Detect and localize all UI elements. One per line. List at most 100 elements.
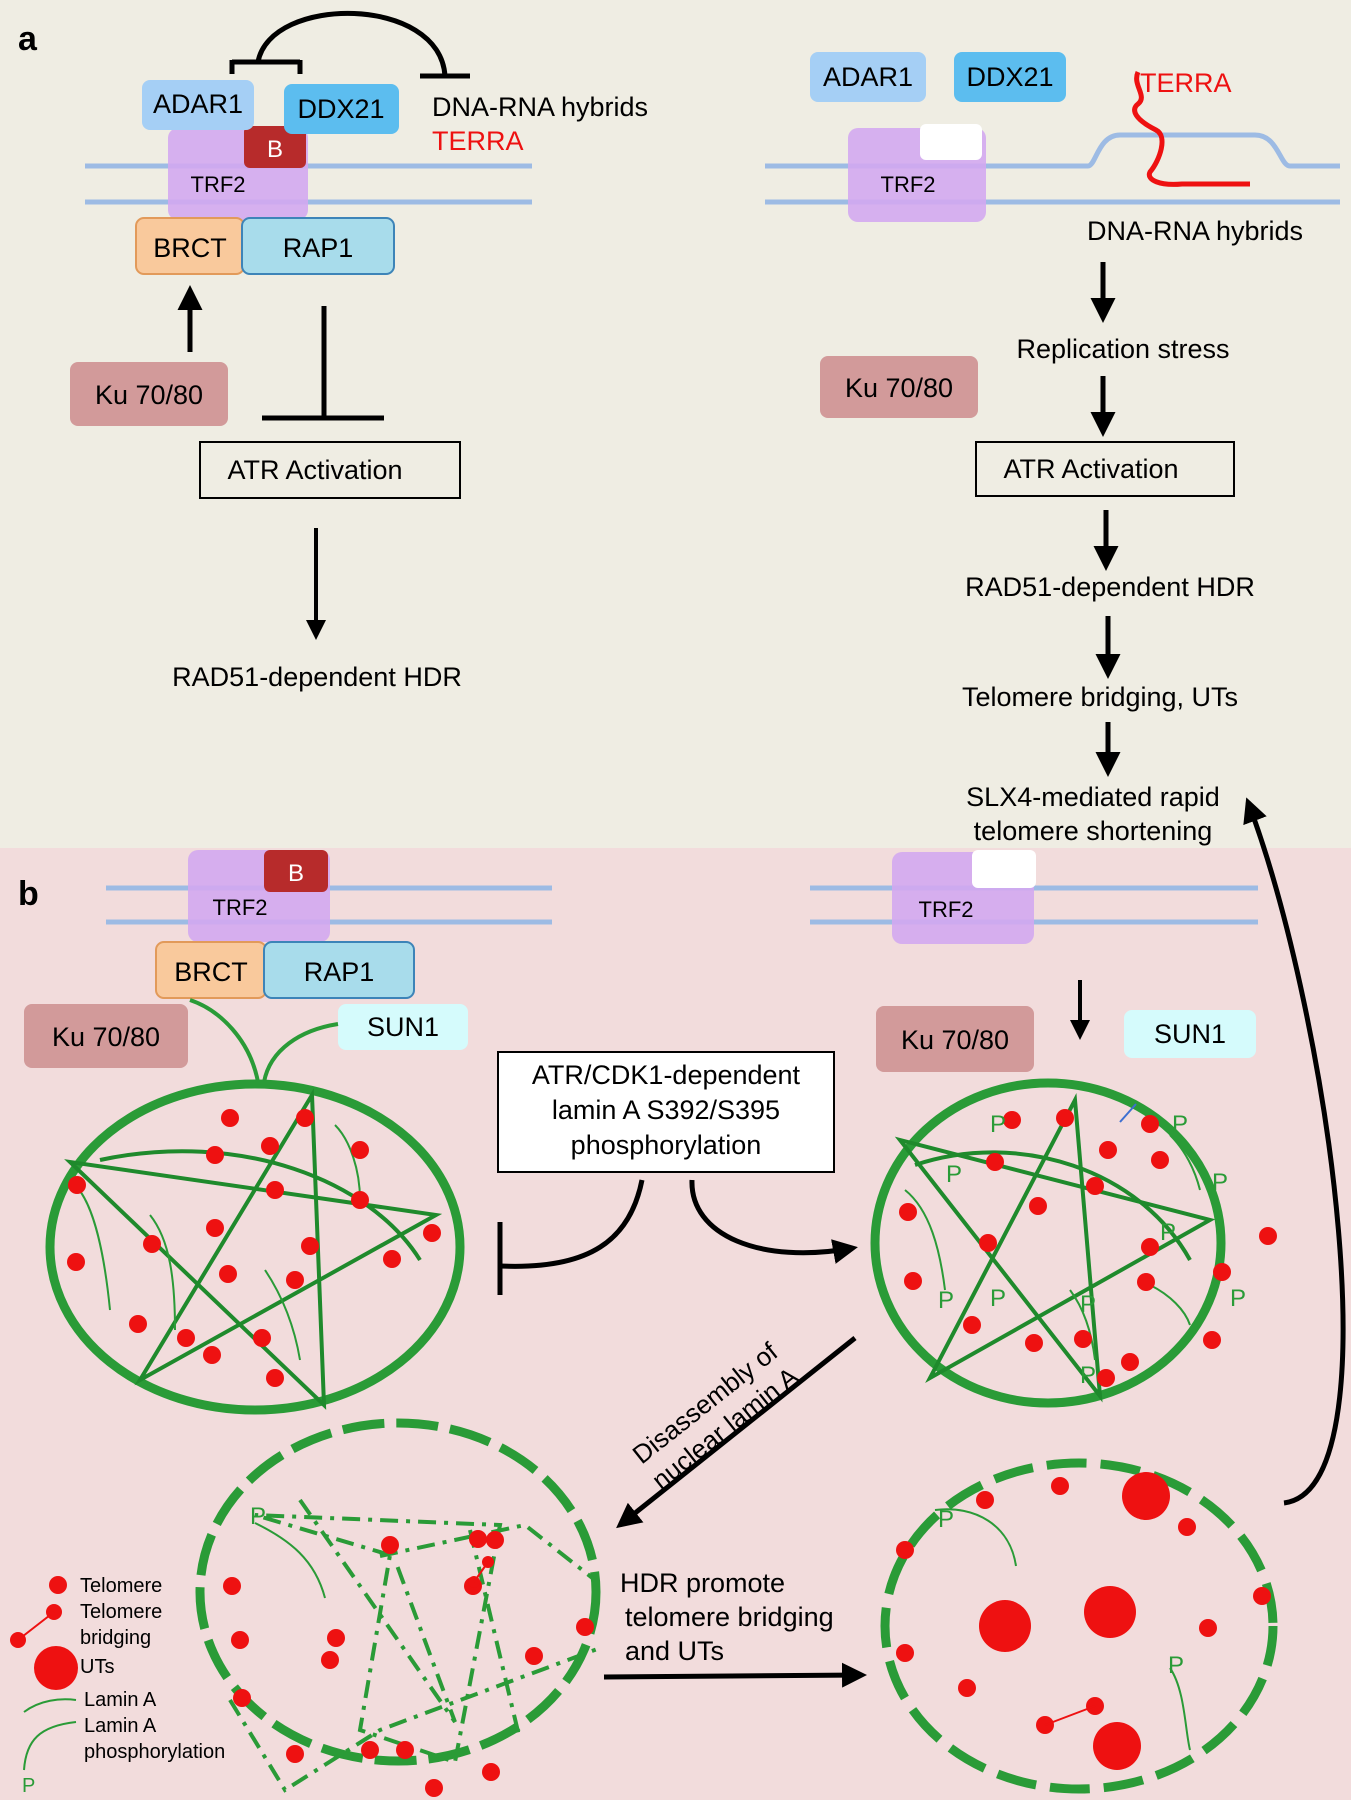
legend-bridging-line2: bridging bbox=[80, 1627, 151, 1649]
brct-label: BRCT bbox=[153, 233, 227, 263]
phospho-line3: phosphorylation bbox=[571, 1130, 762, 1160]
b-sun1-label: SUN1 bbox=[367, 1012, 439, 1042]
trf2-label: TRF2 bbox=[191, 172, 246, 197]
adar1-label: ADAR1 bbox=[153, 89, 243, 119]
svg-text:P: P bbox=[1160, 1219, 1176, 1246]
rap1-inhibits-atr bbox=[262, 306, 384, 421]
atr-label-right: ATR Activation bbox=[1003, 454, 1178, 484]
ddx21-label: DDX21 bbox=[297, 94, 384, 124]
hdr-label: RAD51-dependent HDR bbox=[172, 662, 462, 692]
svg-text:P: P bbox=[1080, 1291, 1096, 1318]
b-ku-box-right bbox=[876, 1006, 1034, 1072]
hdr-note-line3: and UTs bbox=[625, 1636, 724, 1666]
slx4-line2: telomere shortening bbox=[974, 816, 1213, 846]
disassembly-arrow bbox=[616, 1336, 857, 1529]
b-b-box-label: B bbox=[288, 860, 304, 887]
legend-bridging-line bbox=[17, 1611, 55, 1641]
hdr-arrow bbox=[603, 1662, 867, 1688]
phospho-line1: ATR/CDK1-dependent bbox=[532, 1060, 801, 1090]
svg-text:P: P bbox=[1172, 1111, 1188, 1138]
hybrids-label-right: DNA-RNA hybrids bbox=[1087, 216, 1303, 246]
b-brct-label: BRCT bbox=[174, 957, 248, 987]
ku-box bbox=[70, 362, 228, 426]
bridging-phospho-mark-2: P bbox=[1168, 1652, 1184, 1679]
panel-a-label: a bbox=[18, 20, 38, 58]
b-sun1-label-right: SUN1 bbox=[1154, 1019, 1226, 1049]
terra-label: TERRA bbox=[432, 126, 524, 156]
b-rap1-label: RAP1 bbox=[304, 957, 375, 987]
legend-ut-dot bbox=[34, 1646, 78, 1690]
b-b-box bbox=[264, 850, 328, 892]
panel-b-label: b bbox=[18, 875, 39, 913]
b-sun1-box-right bbox=[1124, 1010, 1256, 1058]
svg-text:P: P bbox=[1212, 1169, 1228, 1196]
disassembled-phospho-mark: P bbox=[250, 1503, 266, 1530]
ku-label: Ku 70/80 bbox=[95, 380, 203, 410]
legend-lamin-p-line1: Lamin A bbox=[84, 1715, 157, 1737]
terra-label-right: TERRA bbox=[1140, 68, 1232, 98]
ddx21-box-right bbox=[954, 52, 1066, 102]
bridging-label: Telomere bridging, UTs bbox=[962, 682, 1238, 712]
phospho-line2: lamin A S392/S395 bbox=[552, 1095, 780, 1125]
phospho-to-phosphorylated-arrow bbox=[689, 1179, 858, 1264]
trf2-label-right: TRF2 bbox=[881, 172, 936, 197]
b-box bbox=[244, 126, 306, 168]
ku-box-right bbox=[820, 356, 978, 418]
adar1-label-right: ADAR1 bbox=[823, 62, 913, 92]
phospho-marks: P P P P P P P P P P bbox=[938, 1111, 1246, 1389]
return-arrow bbox=[1243, 797, 1346, 1506]
nucleus-disassembled: P bbox=[195, 1418, 601, 1797]
nucleus-bridging: P P bbox=[880, 1458, 1278, 1794]
legend-bridging-line1: Telomere bbox=[80, 1601, 162, 1623]
hdr-note-line2: telomere bridging bbox=[625, 1602, 834, 1632]
atr-box bbox=[199, 441, 461, 499]
legend-uts: UTs bbox=[80, 1656, 114, 1678]
legend: Telomere Telomere bridging UTs Lamin A L… bbox=[10, 1575, 225, 1797]
b-ku-label: Ku 70/80 bbox=[52, 1022, 160, 1052]
nucleus-intact bbox=[45, 1079, 465, 1415]
legend-telomere: Telomere bbox=[80, 1575, 162, 1597]
legend-lamin-p-line bbox=[23, 1721, 77, 1771]
ddx21-label-right: DDX21 bbox=[966, 62, 1053, 92]
atr-box-right bbox=[975, 441, 1235, 497]
rap1-box bbox=[241, 217, 395, 275]
hybrids-label: DNA-RNA hybrids bbox=[432, 92, 648, 122]
ddx21-box bbox=[284, 84, 399, 134]
adar1-box-right bbox=[810, 52, 926, 102]
legend-lamin-line bbox=[23, 1698, 77, 1713]
bridging-phospho-mark-1: P bbox=[938, 1506, 954, 1533]
legend-p: P bbox=[22, 1775, 35, 1797]
nucleus-phosphorylated: P P P P P P P P P P bbox=[870, 1078, 1277, 1408]
svg-text:P: P bbox=[946, 1161, 962, 1188]
legend-lamin-p-line2: phosphorylation bbox=[84, 1741, 225, 1763]
svg-text:P: P bbox=[990, 1285, 1006, 1312]
phospho-inhibits-intact bbox=[497, 1179, 645, 1295]
slx4-line1: SLX4-mediated rapid bbox=[966, 782, 1220, 812]
hdr-label-right: RAD51-dependent HDR bbox=[965, 572, 1255, 602]
svg-text:P: P bbox=[990, 1111, 1006, 1138]
b-box-label: B bbox=[267, 136, 283, 163]
b-trf2-label-right: TRF2 bbox=[919, 897, 974, 922]
b-ku-label-right: Ku 70/80 bbox=[901, 1025, 1009, 1055]
ku-label-right: Ku 70/80 bbox=[845, 373, 953, 403]
phospho-box bbox=[497, 1051, 835, 1173]
b-sun1-box bbox=[338, 1004, 468, 1050]
rap1-label: RAP1 bbox=[283, 233, 354, 263]
b-rap1-box bbox=[263, 941, 415, 999]
legend-telomere-dot bbox=[49, 1576, 67, 1594]
b-ku-box bbox=[24, 1004, 188, 1068]
hdr-note-line1: HDR promote bbox=[620, 1568, 785, 1598]
svg-text:P: P bbox=[1080, 1362, 1096, 1389]
adar1-box bbox=[142, 80, 254, 130]
empty-b-box bbox=[920, 124, 982, 160]
atr-label: ATR Activation bbox=[227, 455, 402, 485]
svg-text:P: P bbox=[938, 1287, 954, 1314]
b-trf2-label: TRF2 bbox=[213, 895, 268, 920]
svg-text:P: P bbox=[1230, 1285, 1246, 1312]
panel-b-background bbox=[0, 848, 1351, 1800]
terra-strand bbox=[1132, 70, 1250, 187]
stress-label: Replication stress bbox=[1016, 334, 1229, 364]
b-empty-b-box bbox=[972, 850, 1036, 888]
legend-lamin: Lamin A bbox=[84, 1689, 157, 1711]
